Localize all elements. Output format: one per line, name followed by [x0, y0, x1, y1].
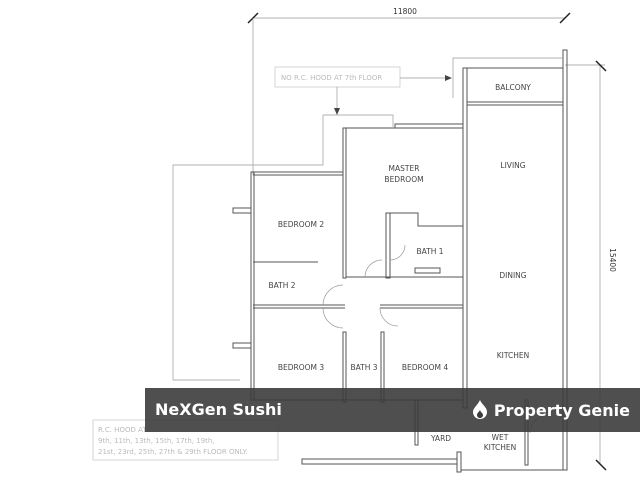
room-wet-kitchen-line2: KITCHEN — [484, 443, 517, 452]
watermark-banner: NeXGen Sushi Property Genie — [145, 388, 640, 432]
room-bedroom-4: BEDROOM 4 — [402, 363, 449, 372]
room-bath-3: BATH 3 — [350, 363, 377, 372]
room-living: LIVING — [500, 161, 525, 170]
room-bath-1: BATH 1 — [416, 247, 443, 256]
svg-text:R.C. HOOD AT: R.C. HOOD AT — [98, 426, 147, 434]
room-master-bedroom-line1: MASTER — [389, 164, 420, 173]
width-label: 11800 — [393, 7, 417, 16]
room-balcony: BALCONY — [495, 83, 531, 92]
svg-text:9th, 11th, 13th, 15th, 17th, 1: 9th, 11th, 13th, 15th, 17th, 19th, — [98, 437, 215, 445]
brand-name: Property Genie — [493, 400, 630, 420]
room-bedroom-2: BEDROOM 2 — [278, 220, 325, 229]
room-dining: DINING — [499, 271, 526, 280]
depth-label: 15400 — [608, 248, 617, 272]
agent-name: NeXGen Sushi — [155, 400, 282, 419]
note-top: NO R.C. HOOD AT 7th FLOOR — [274, 66, 452, 115]
room-bedroom-3: BEDROOM 3 — [278, 363, 325, 372]
room-master-bedroom-line2: BEDROOM — [384, 175, 423, 184]
svg-text:21st, 23rd, 25th, 27th & 29th: 21st, 23rd, 25th, 27th & 29th FLOOR ONLY… — [98, 448, 248, 456]
room-wet-kitchen-line1: WET — [492, 433, 509, 442]
flame-icon — [472, 400, 487, 419]
room-bath-2: BATH 2 — [268, 281, 295, 290]
room-yard: YARD — [430, 434, 451, 443]
brand-logo: Property Genie — [472, 400, 630, 420]
width-dimension: 11800 — [247, 7, 571, 175]
room-kitchen: KITCHEN — [497, 351, 530, 360]
svg-text:NO R.C. HOOD AT 7th FLOOR: NO R.C. HOOD AT 7th FLOOR — [281, 74, 382, 82]
